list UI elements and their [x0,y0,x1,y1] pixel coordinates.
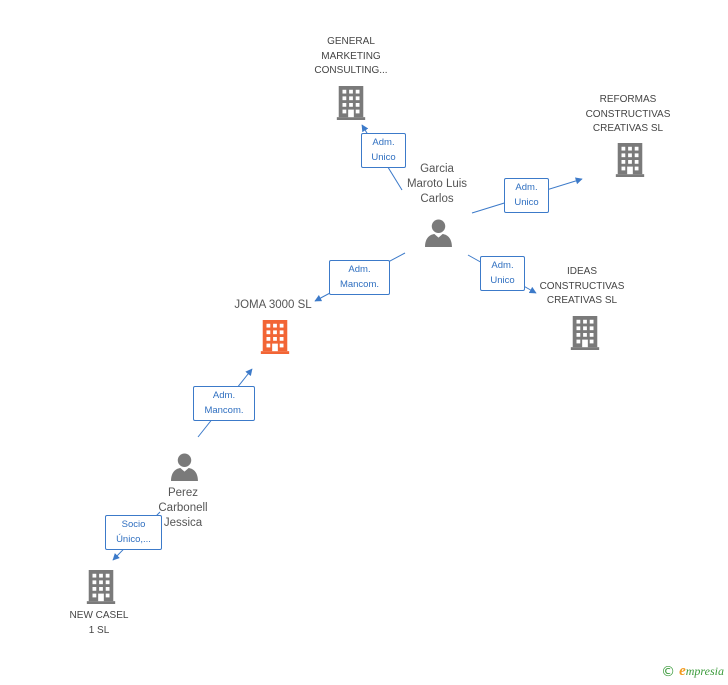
joma-building-icon[interactable] [260,320,290,354]
newcasel-label-line: 1 SL [88,624,110,636]
newcasel-building-icon[interactable] [86,570,116,604]
edge-label-line: Socio [121,519,146,530]
reformas-label-line: CREATIVAS SL [592,123,664,134]
edge-label-garcia-ideas[interactable]: Adm. Unico [480,256,525,291]
reformas-label[interactable]: REFORMAS CONSTRUCTIVAS CREATIVAS SL [573,93,683,137]
copyright-symbol: © [661,663,676,680]
edge-label-garcia-joma[interactable]: Adm. Mancom. [329,260,390,295]
joma-label[interactable]: JOMA 3000 SL [213,298,333,313]
edge-label-line: Adm. [348,264,371,275]
edge-label-garcia-reformas[interactable]: Adm. Unico [504,178,549,213]
edge-label-perez-joma[interactable]: Adm. Mancom. [193,386,255,421]
ideas-label-line: CREATIVAS SL [546,295,618,306]
perez-label-line: Carbonell [158,502,208,514]
perez-label[interactable]: Perez Carbonell Jessica [137,486,229,531]
edge-label-perez-newcasel[interactable]: Socio Único,... [105,515,162,550]
newcasel-label-line: NEW CASEL [69,610,129,621]
general-building-icon[interactable] [336,86,366,120]
edge-label-line: Unico [371,151,396,163]
brand-wordmark: empresia [679,663,724,680]
perez-label-line: Perez [167,487,199,499]
general-label-line: MARKETING [321,50,381,62]
edge-label-line: Mancom. [204,404,244,416]
empresia-logo: © empresia [661,663,724,680]
edge-label-line: Adm. [491,260,514,271]
garcia-label[interactable]: Garcia Maroto Luis Carlos [387,162,487,207]
edge-label-line: Mancom. [339,278,380,290]
edge-label-line: Unico [514,196,539,208]
edge-label-garcia-general[interactable]: Adm. Unico [361,133,406,168]
perez-label-line: Jessica [163,517,203,529]
general-label[interactable]: GENERAL MARKETING CONSULTING... [296,35,406,79]
edge-label-line: Unico [490,274,515,286]
brand-initial: e [679,663,686,679]
edge-label-line: Adm. [212,390,236,401]
edge-label-line: Adm. [372,137,395,148]
garcia-label-line: Garcia [420,163,454,175]
brand-name-rest: mpresia [685,664,724,678]
ideas-building-icon[interactable] [570,316,600,350]
reformas-label-line: REFORMAS [599,94,657,105]
edge-label-line: Adm. [515,182,538,193]
general-label-line: GENERAL [327,36,375,47]
ideas-label-line: CONSTRUCTIVAS [539,280,625,292]
reformas-label-line: CONSTRUCTIVAS [585,108,671,120]
reformas-building-icon[interactable] [615,143,645,177]
garcia-person-icon[interactable] [425,219,452,247]
garcia-label-line: Carlos [420,193,454,205]
ideas-label-line: IDEAS [566,266,597,277]
newcasel-label[interactable]: NEW CASEL 1 SL [49,609,149,638]
edge-label-line: Único,... [116,533,151,545]
general-label-line: CONSULTING... [314,65,388,76]
joma-label-line: JOMA 3000 SL [234,299,312,311]
garcia-label-line: Maroto Luis [406,178,468,190]
ideas-label[interactable]: IDEAS CONSTRUCTIVAS CREATIVAS SL [527,265,637,309]
perez-person-icon[interactable] [171,453,198,481]
